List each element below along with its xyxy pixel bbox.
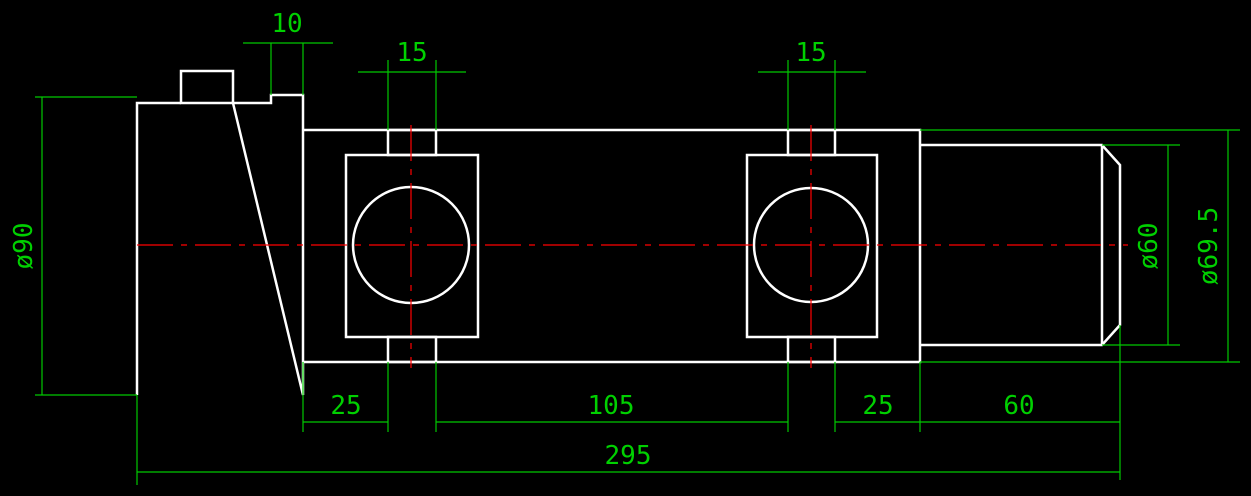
centerlines: [137, 125, 1128, 368]
right-cylinder: [920, 143, 1122, 347]
dim-dia-60: ø60: [1134, 223, 1164, 270]
dim-25-left: 25: [330, 391, 361, 421]
beam: [303, 128, 922, 364]
dim-105: 105: [588, 391, 635, 421]
top-tab: [179, 69, 235, 105]
dim-295: 295: [605, 441, 652, 471]
dim-10: 10: [271, 9, 302, 39]
left-slot-bottom: [386, 335, 438, 364]
dim-15-left: 15: [396, 38, 427, 68]
left-body: [135, 93, 305, 396]
dim-dia-69-5: ø69.5: [1194, 207, 1224, 285]
left-slot-top: [386, 128, 438, 157]
left-block: [344, 153, 480, 339]
dimension-labels: 10 15 15 ø90 ø60 ø69.5 25 105 25 60 295: [9, 9, 1224, 471]
part-outline: [135, 69, 1122, 396]
dim-25-right: 25: [862, 391, 893, 421]
dimension-lines: [35, 42, 1240, 485]
right-block: [745, 153, 879, 339]
dim-15-right: 15: [795, 38, 826, 68]
dim-60: 60: [1003, 391, 1034, 421]
dim-dia-90: ø90: [9, 223, 39, 270]
